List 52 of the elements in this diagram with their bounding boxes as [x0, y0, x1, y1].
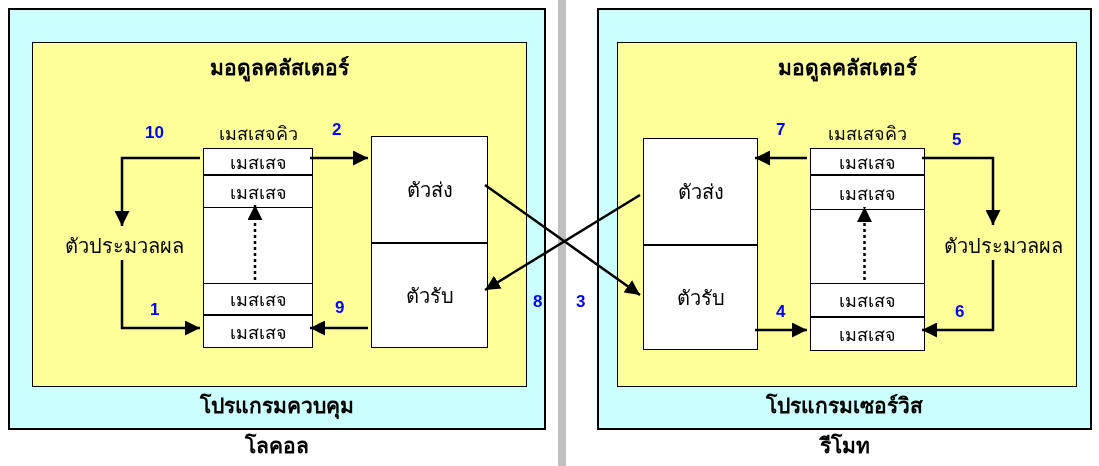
label: เมสเสจ [228, 180, 288, 204]
edge-label: 9 [335, 298, 345, 318]
arrow [310, 320, 368, 336]
arrow [755, 322, 807, 338]
label: ตัวประมวลผล [63, 233, 185, 260]
process-box [643, 245, 758, 350]
label: โลคอล [244, 432, 310, 460]
process-box [643, 138, 758, 245]
arrow [922, 260, 995, 338]
heading: โปรแกรมควบคุม [199, 392, 355, 421]
label: เมสเสจ [838, 150, 897, 174]
label: ตัวรับ [675, 284, 726, 312]
edge-label: 4 [776, 302, 786, 322]
heading: มอดูลคลัสเตอร์ [209, 55, 350, 84]
label: รีโมท [818, 432, 871, 460]
arrow [114, 156, 200, 226]
edge-label: 6 [955, 302, 965, 322]
edge-label: 5 [952, 130, 962, 150]
arrow [247, 205, 263, 280]
label: เมสเสจ [228, 320, 288, 344]
arrow [310, 150, 368, 166]
heading: เมสเสจคิว [217, 122, 299, 146]
label: เมสเสจ [838, 288, 897, 313]
label: เมสเสจ [838, 181, 897, 205]
arrow [120, 260, 200, 336]
queue-cell [810, 175, 925, 210]
edge-label: 8 [533, 292, 543, 312]
module-panel [32, 42, 527, 387]
label: เมสเสจ [228, 150, 288, 174]
label: เมสเสจ [838, 322, 897, 347]
edge-label: 10 [145, 123, 164, 143]
process-box [371, 136, 488, 243]
arrow [857, 207, 872, 280]
arrow [922, 156, 1001, 225]
label: เมสเสจ [228, 287, 288, 312]
edge-label: 2 [332, 120, 342, 140]
heading: มอดูลคลัสเตอร์ [776, 55, 918, 84]
edge-label: 1 [150, 300, 160, 320]
heading: เมสเสจคิว [827, 122, 908, 146]
label: ตัวส่ง [405, 176, 454, 204]
arrow [755, 150, 807, 166]
queue-cell [203, 175, 313, 208]
label: ตัวส่ง [676, 178, 725, 206]
heading: โปรแกรมเซอร์วิส [765, 392, 924, 420]
edge-label: 7 [776, 120, 786, 140]
label: ตัวรับ [404, 282, 455, 310]
module-panel [617, 42, 1077, 387]
process-box [371, 243, 488, 348]
queue-cell [203, 283, 313, 315]
queue-cell [810, 283, 925, 317]
label: ตัวประมวลผล [942, 232, 1064, 260]
edge-label: 3 [576, 292, 586, 312]
